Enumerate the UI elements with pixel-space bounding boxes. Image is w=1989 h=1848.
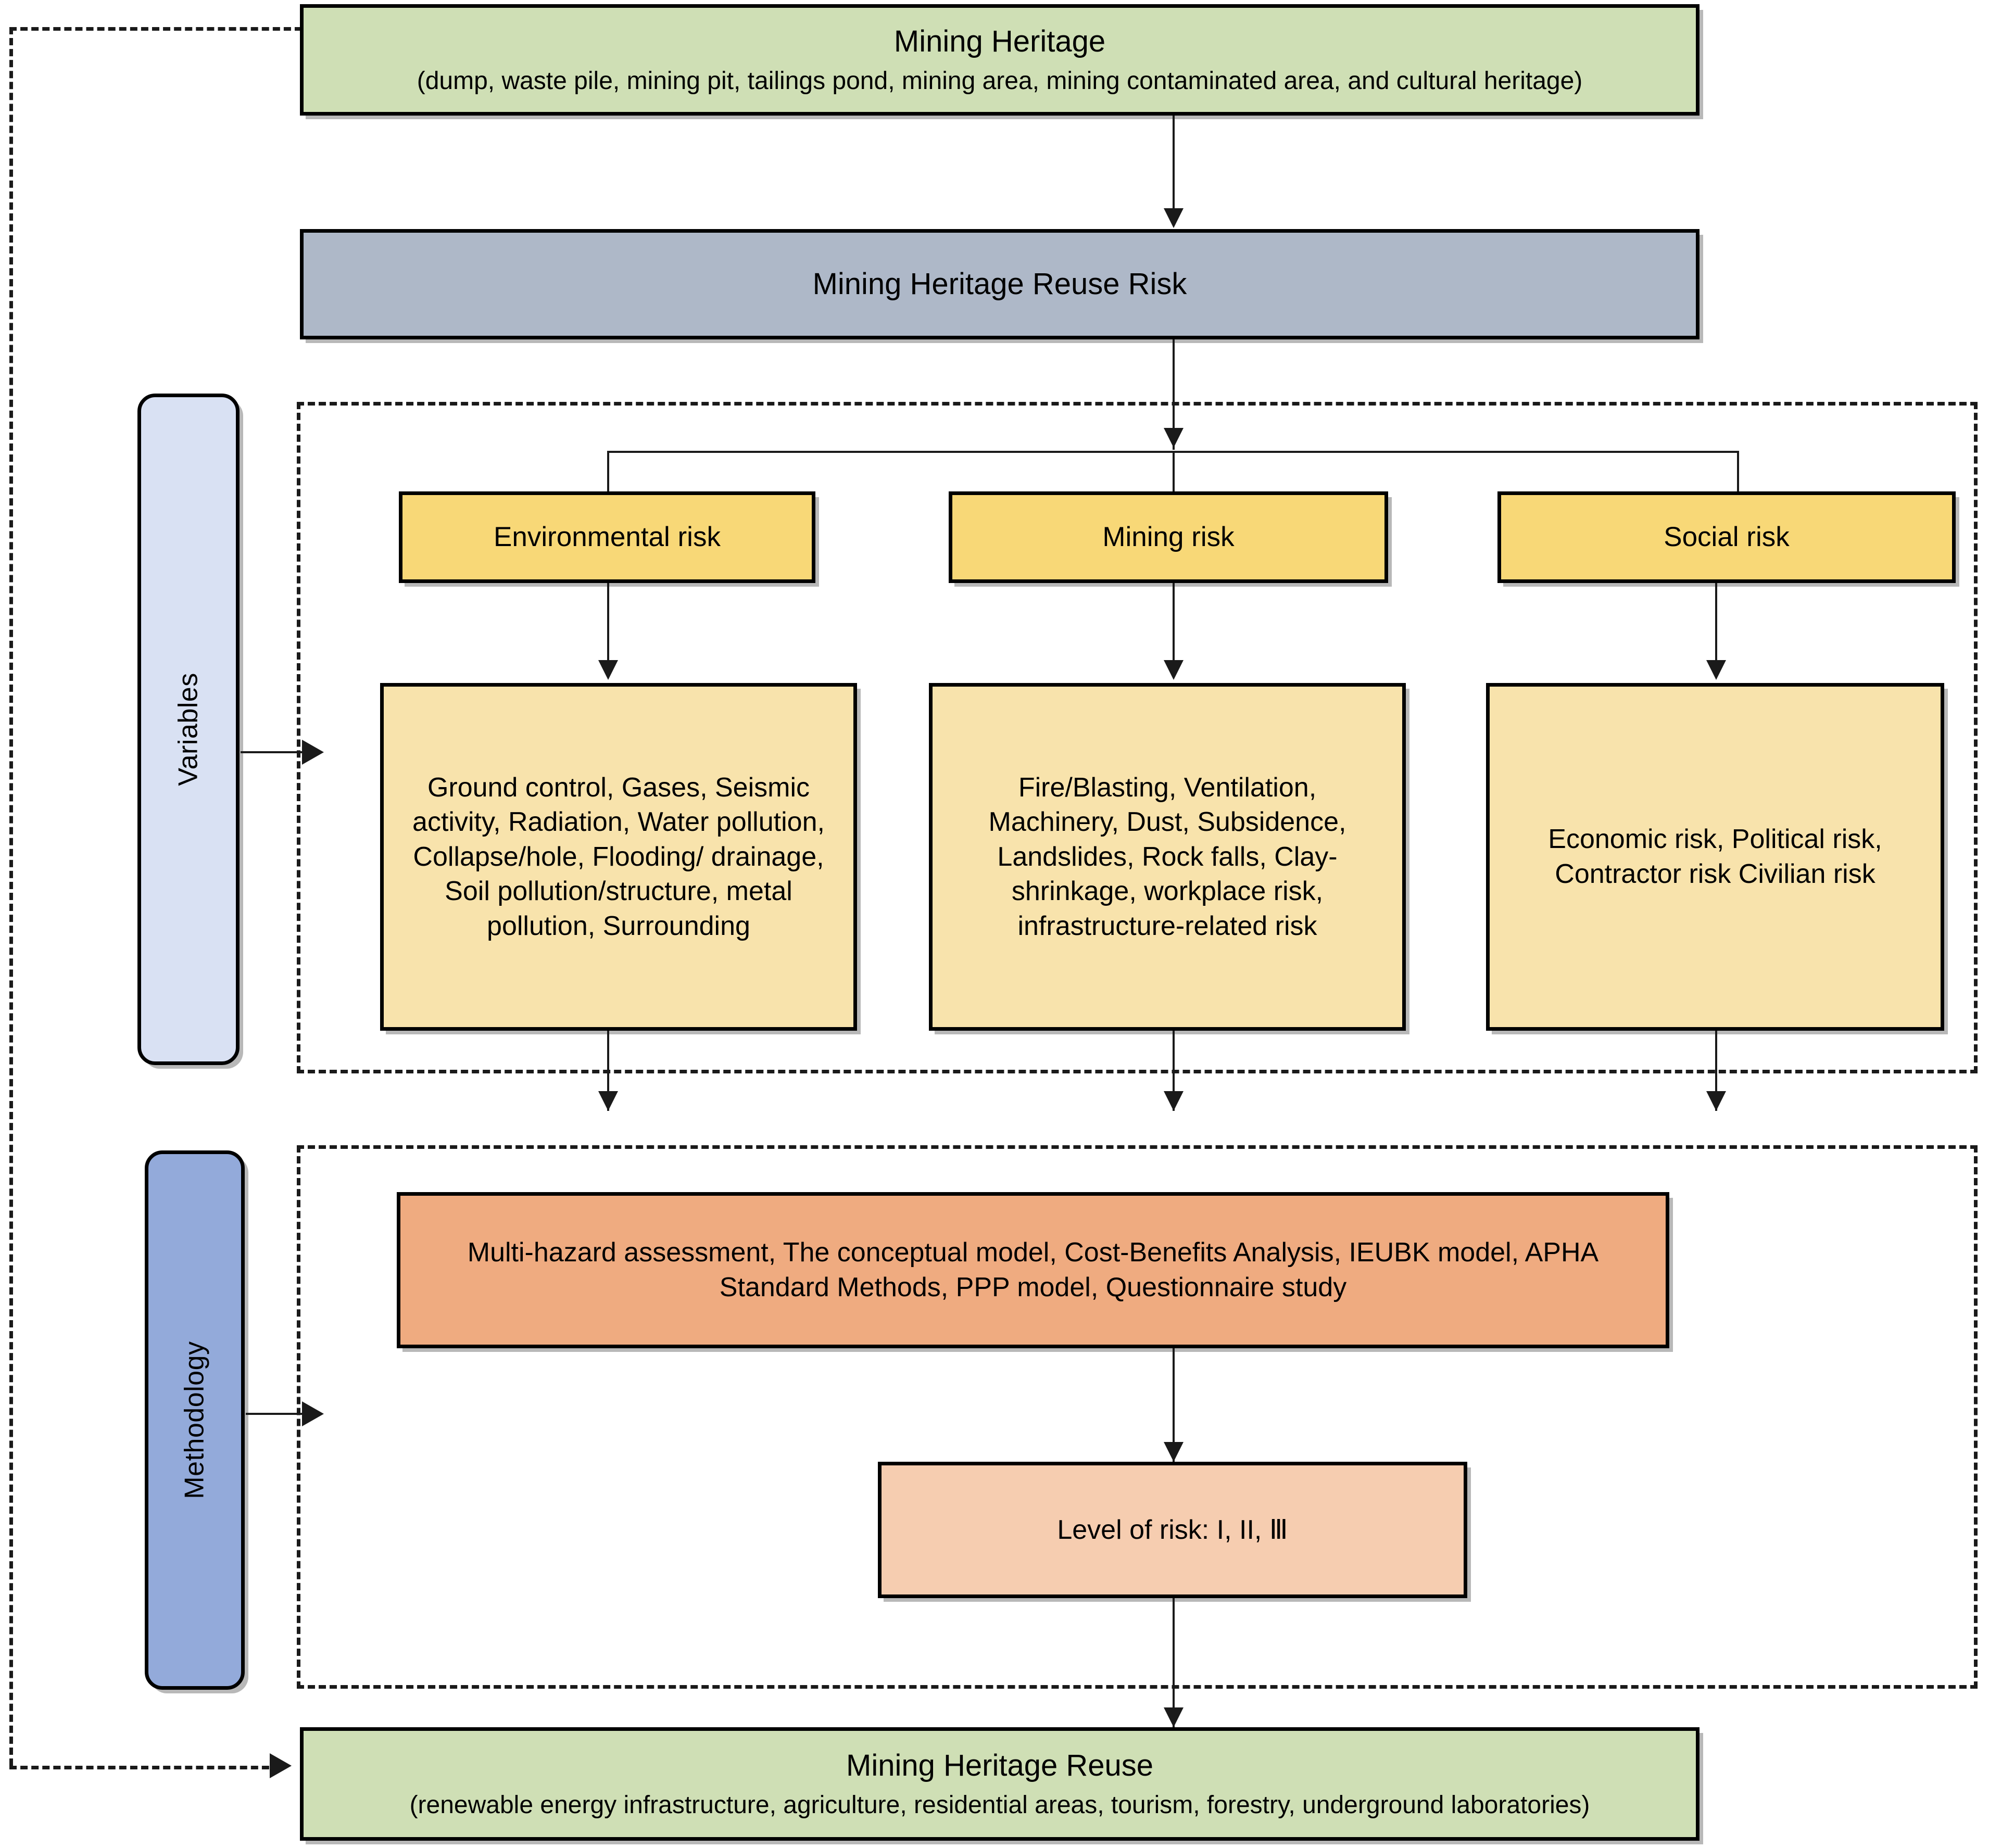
- connector-heritage-to-riskbar: [1173, 116, 1175, 213]
- connector-social-to-methodology: [1715, 1031, 1717, 1111]
- arrowhead-mining-items: [1164, 660, 1184, 680]
- variables-label: Variables: [173, 673, 204, 786]
- mining-heritage-reuse-risk-bar: Mining Heritage Reuse Risk: [300, 229, 1700, 339]
- category-items-environmental-risk: Ground control, Gases, Seismic activity,…: [380, 683, 857, 1031]
- category-items-text: Fire/Blasting, Ventilation, Machinery, D…: [988, 772, 1346, 941]
- arrowhead-variables-tab: [302, 740, 324, 765]
- arrowhead-mining-to-methodology: [1164, 1091, 1184, 1111]
- category-bus-drop-mining: [1173, 451, 1175, 491]
- category-items-mining-risk: Fire/Blasting, Ventilation, Machinery, D…: [929, 683, 1406, 1031]
- connector-social-header-to-items: [1715, 583, 1717, 667]
- feedback-loop-top-segment: [9, 27, 302, 31]
- feedback-loop-left-segment: [9, 27, 13, 1766]
- category-header-label: Mining risk: [1102, 522, 1235, 553]
- arrowhead-social-items: [1706, 660, 1726, 680]
- arrowhead-social-to-methodology: [1706, 1091, 1726, 1111]
- arrowhead-environmental-items: [598, 660, 618, 680]
- methodology-side-tab: Methodology: [145, 1150, 245, 1690]
- connector-mining-header-to-items: [1173, 583, 1175, 667]
- arrowhead-methods-to-level: [1164, 1442, 1184, 1462]
- feedback-loop-bottom-segment: [9, 1766, 280, 1769]
- level-of-risk-node: Level of risk: I, II, Ⅲ: [878, 1462, 1467, 1598]
- category-bus-drop-environmental: [607, 451, 609, 491]
- mining-heritage-subtitle: (dump, waste pile, mining pit, tailings …: [417, 67, 1583, 95]
- risk-bar-label: Mining Heritage Reuse Risk: [812, 267, 1187, 301]
- category-items-social-risk: Economic risk, Political risk, Contracto…: [1486, 683, 1944, 1031]
- mining-heritage-title: Mining Heritage: [893, 24, 1106, 59]
- category-header-label: Social risk: [1664, 522, 1790, 553]
- variables-zone: [297, 402, 1978, 1073]
- connector-methods-to-level: [1173, 1348, 1175, 1462]
- arrowhead-level-to-reuse: [1164, 1707, 1184, 1727]
- connector-variables-tab-to-zone: [241, 751, 305, 753]
- connector-mining-to-methodology: [1173, 1031, 1175, 1111]
- category-bus-drop-social: [1737, 451, 1739, 491]
- category-items-text: Ground control, Gases, Seismic activity,…: [412, 772, 825, 941]
- category-header-social-risk: Social risk: [1497, 491, 1956, 583]
- category-header-mining-risk: Mining risk: [949, 491, 1388, 583]
- mining-heritage-node: Mining Heritage (dump, waste pile, minin…: [300, 4, 1700, 116]
- connector-methodology-tab-to-zone: [246, 1413, 305, 1415]
- feedback-loop-arrowhead: [270, 1753, 292, 1778]
- connector-level-to-reuse: [1173, 1598, 1175, 1727]
- connector-environmental-to-methodology: [607, 1031, 609, 1111]
- mining-heritage-reuse-title: Mining Heritage Reuse: [846, 1749, 1153, 1783]
- mining-heritage-reuse-node: Mining Heritage Reuse (renewable energy …: [300, 1727, 1700, 1841]
- level-of-risk-text: Level of risk: I, II, Ⅲ: [1057, 1514, 1288, 1545]
- category-header-environmental-risk: Environmental risk: [399, 491, 815, 583]
- methodology-methods-text: Multi-hazard assessment, The conceptual …: [467, 1237, 1599, 1302]
- arrowhead-heritage-to-riskbar: [1164, 208, 1184, 228]
- arrowhead-riskbar-to-variables: [1164, 428, 1184, 448]
- methodology-zone: [297, 1145, 1978, 1689]
- arrowhead-methodology-tab: [302, 1401, 324, 1426]
- variables-side-tab: Variables: [137, 394, 240, 1065]
- category-header-label: Environmental risk: [494, 522, 721, 553]
- connector-environmental-header-to-items: [607, 583, 609, 667]
- mining-heritage-reuse-subtitle: (renewable energy infrastructure, agricu…: [409, 1791, 1590, 1819]
- connector-riskbar-to-variables: [1173, 339, 1175, 450]
- category-items-text: Economic risk, Political risk, Contracto…: [1548, 824, 1882, 889]
- methodology-label: Methodology: [180, 1341, 210, 1499]
- methodology-methods-node: Multi-hazard assessment, The conceptual …: [397, 1192, 1669, 1348]
- arrowhead-environmental-to-methodology: [598, 1091, 618, 1111]
